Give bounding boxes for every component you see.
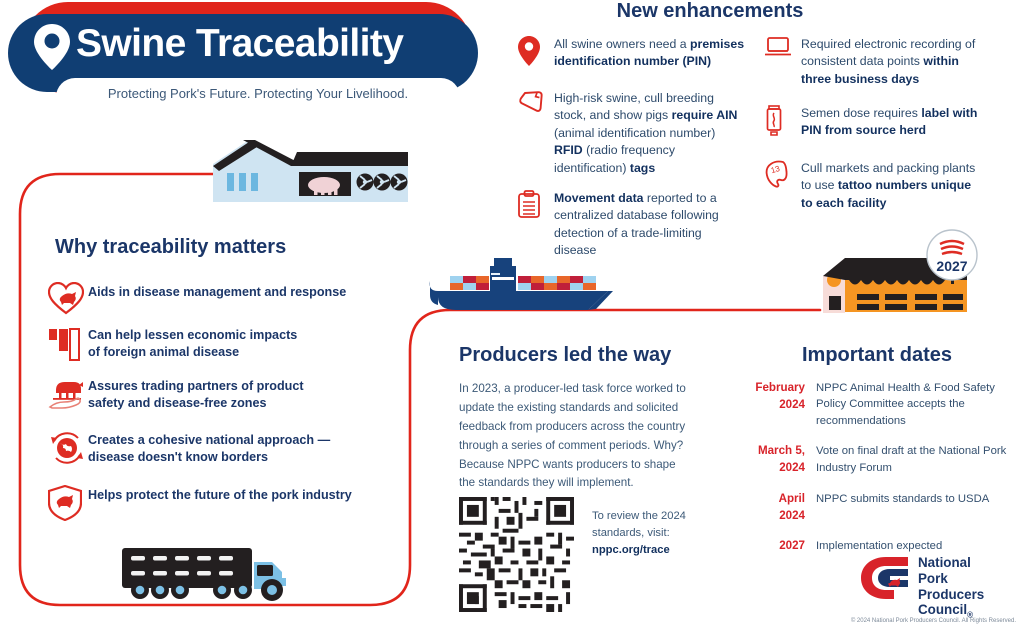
globe-arrows-icon [48, 430, 88, 471]
red-flow-line [18, 172, 822, 607]
logo-line-2: Pork Producers [918, 570, 985, 602]
sign-year-label: 2027 [936, 258, 967, 274]
enhancement-text: High-risk swine, cull breeding stock, an… [554, 91, 738, 175]
shield-pig-icon [47, 484, 88, 526]
enhancement-item: High-risk swine, cull breeding stock, an… [518, 90, 746, 177]
date-what: Implementation expected [816, 540, 943, 553]
enhancement-item: Movement data reported to a centralized … [518, 190, 746, 260]
nppc-logo: National Pork Producers Council® [860, 555, 1016, 620]
orange-barn-icon [823, 246, 967, 313]
enhancement-item: Semen dose requires label with PIN from … [765, 105, 983, 142]
clipboard-icon [518, 190, 544, 260]
qr-note: To review the 2024 standards, visit: npp… [592, 510, 686, 556]
why-title: Why traceability matters [55, 236, 287, 258]
header-banner: Swine Traceability Protecting Pork's Fut… [0, 0, 500, 122]
producers-body: In 2023, a producer-led task force worke… [459, 382, 686, 490]
copyright-text: © 2024 National Pork Producers Council. … [850, 618, 1016, 624]
why-label: Creates a cohesive national approach —di… [88, 433, 331, 464]
producers-title: Producers led the way [459, 344, 672, 366]
enhancement-item: Required electronic recording of consist… [764, 36, 983, 88]
date-row: March 5,2024 Vote on final draft at the … [740, 443, 1010, 477]
enhancement-item: All swine owners need a premises identif… [518, 36, 746, 71]
date-what: Vote on final draft at the National Pork… [816, 445, 1007, 474]
pig-in-hand-icon [48, 376, 88, 415]
enhancement-item: 13 Cull markets and packing plants to us… [765, 160, 983, 212]
nppc-logo-mark [861, 557, 908, 599]
ear-tattoo-icon: 13 [765, 160, 791, 212]
enhancement-text: Movement data reported to a centralized … [554, 191, 719, 258]
enhancement-text: Semen dose requires label with PIN from … [801, 106, 978, 138]
registered-mark: ® [967, 611, 974, 621]
dates-title: Important dates [801, 344, 953, 366]
page-title: Swine Traceability [76, 22, 404, 65]
enhancement-text: Cull markets and packing plants to use t… [801, 161, 976, 210]
date-what: NPPC Animal Health & Food Safety Policy … [816, 382, 995, 427]
blue-barn-icon [213, 140, 408, 202]
date-when: March 5,2024 [757, 444, 805, 474]
svg-text:13: 13 [770, 164, 782, 175]
enhancement-text: All swine owners need a premises identif… [554, 37, 745, 69]
date-what: NPPC submits standards to USDA [816, 492, 990, 505]
enhancements-title: New enhancements [616, 0, 804, 22]
semen-tube-icon [765, 105, 791, 142]
heart-pig-icon [47, 281, 88, 320]
bar-chart-down-icon [48, 325, 88, 366]
rfid-sign-icon: 2027 [926, 229, 978, 281]
laptop-icon [764, 36, 792, 88]
map-pin-icon [34, 24, 70, 70]
why-item: Creates a cohesive national approach —di… [48, 430, 330, 471]
map-pin-icon [518, 36, 544, 71]
date-when: 2027 [779, 539, 805, 553]
livestock-truck-icon [122, 548, 286, 601]
logo-line-3: Council® [918, 602, 974, 621]
qr-code-icon [459, 497, 574, 612]
date-row: 2027 Implementation expected [740, 538, 1010, 555]
why-label: Helps protect the future of the pork ind… [88, 488, 352, 502]
ear-tag-icon [518, 90, 544, 177]
cargo-ship-icon [429, 258, 613, 310]
header-white-band [56, 78, 460, 116]
logo-line-1: National [918, 555, 971, 570]
why-item: Aids in disease management and response [47, 281, 347, 320]
enhancement-text: Required electronic recording of consist… [801, 37, 976, 86]
why-item: Helps protect the future of the pork ind… [47, 484, 352, 526]
header-tagline: Protecting Pork's Future. Protecting You… [107, 86, 409, 101]
why-label: Aids in disease management and response [88, 285, 347, 299]
